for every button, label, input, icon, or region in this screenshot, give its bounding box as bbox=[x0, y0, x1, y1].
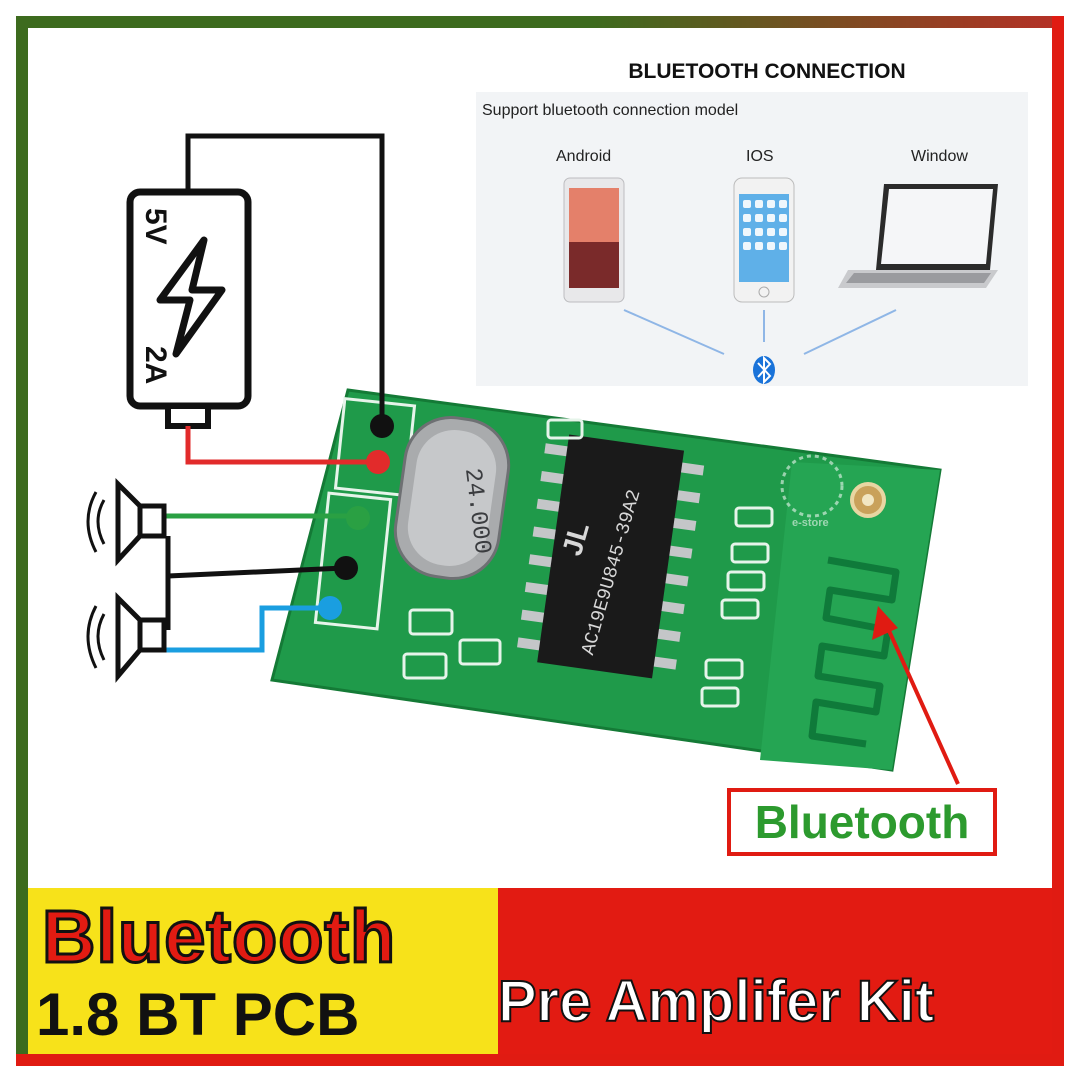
wire-terminals bbox=[318, 414, 394, 620]
bluetooth-icon bbox=[753, 355, 775, 385]
laptop-icon bbox=[838, 184, 998, 288]
bluetooth-callout: Bluetooth bbox=[727, 788, 997, 856]
battery-current: 2A bbox=[139, 346, 172, 384]
bluetooth-callout-label: Bluetooth bbox=[754, 796, 970, 848]
support-text: Support bluetooth connection model bbox=[482, 102, 739, 119]
banner-title: Bluetooth bbox=[40, 894, 397, 980]
bluetooth-connection-panel: BLUETOOTH CONNECTION Support bluetooth c… bbox=[472, 52, 1032, 390]
frame-border-top bbox=[16, 16, 1064, 28]
device-illustrations bbox=[563, 177, 998, 385]
device-label-window: Window bbox=[911, 148, 968, 165]
ios-phone-icon bbox=[733, 177, 795, 303]
panel-body: Support bluetooth connection model Andro… bbox=[476, 92, 1028, 386]
frame-border-bottom bbox=[16, 1054, 1064, 1066]
connection-lines bbox=[623, 309, 897, 355]
speaker-icon-bottom bbox=[86, 591, 167, 683]
battery-voltage: 5V bbox=[139, 208, 172, 245]
store-logo-watermark: e-store bbox=[780, 454, 844, 529]
ic-chip: JL AC19E9U845-39A2 bbox=[517, 434, 705, 679]
device-label-android: Android bbox=[556, 148, 612, 165]
banner-kit-text: Pre Amplifer Kit bbox=[497, 968, 935, 1035]
banner-red-panel bbox=[468, 888, 1052, 1054]
crystal-oscillator: 24.000 bbox=[393, 415, 511, 581]
bottom-banner: Bluetooth 1.8 BT PCB Pre Amplifer Kit bbox=[28, 888, 1052, 1054]
panel-heading: BLUETOOTH CONNECTION bbox=[628, 60, 906, 83]
callout-arrow bbox=[872, 606, 960, 785]
android-phone-icon bbox=[563, 177, 625, 303]
smd-components bbox=[402, 418, 774, 708]
device-label-ios: IOS bbox=[746, 148, 774, 165]
frame-border-left bbox=[16, 16, 28, 1066]
speaker-icon-top bbox=[86, 477, 167, 567]
battery-icon: 5V 2A bbox=[126, 188, 252, 429]
banner-subtitle: 1.8 BT PCB bbox=[36, 981, 360, 1048]
wires bbox=[164, 133, 385, 653]
watermark-text: e-store bbox=[792, 517, 829, 529]
banner-yellow-panel bbox=[28, 888, 498, 1054]
frame-border-right bbox=[1052, 16, 1064, 1066]
